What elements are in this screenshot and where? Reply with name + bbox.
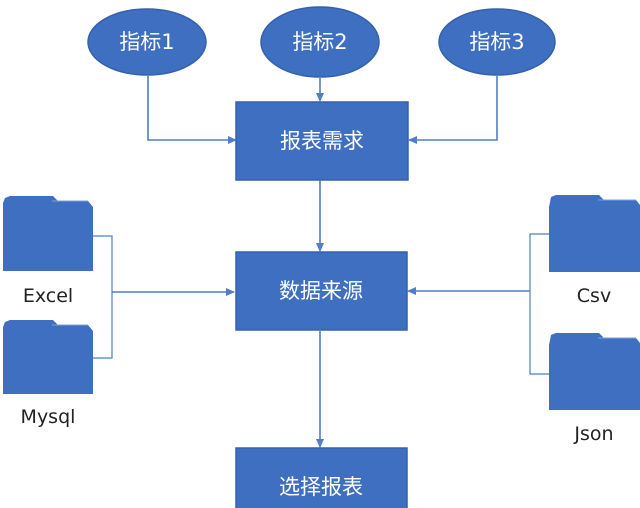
folder-icon — [549, 333, 640, 410]
datasource-box — [235, 251, 408, 331]
metric-3-node: 指标3 — [438, 8, 556, 76]
excel-label: Excel — [23, 285, 73, 307]
json-label: Json — [573, 423, 613, 445]
bracket-right — [529, 233, 549, 375]
bracket-left — [93, 235, 113, 359]
metric-2-shape — [260, 6, 380, 78]
select-report-label: 选择报表 — [279, 475, 363, 499]
edge-metric3-to-requirements — [408, 76, 498, 144]
connectors — [93, 76, 549, 448]
mysql-source: Mysql — [3, 320, 93, 428]
excel-source: Excel — [3, 196, 93, 307]
json-source: Json — [549, 333, 640, 445]
requirements-label: 报表需求 — [280, 129, 364, 153]
edge-metric1-to-requirements — [147, 76, 237, 144]
folder-icon — [549, 195, 640, 272]
csv-source: Csv — [549, 195, 640, 307]
metric-3-label: 指标3 — [469, 30, 524, 54]
csv-label: Csv — [577, 285, 611, 307]
requirements-node: 报表需求 — [235, 101, 409, 181]
datasource-label: 数据来源 — [279, 279, 363, 303]
metric-1-shape — [87, 8, 207, 76]
select-report-node: 选择报表 — [235, 447, 408, 508]
folder-icon — [3, 320, 93, 394]
requirements-box — [235, 101, 409, 181]
metric-1-label: 指标1 — [119, 30, 174, 54]
metric-2-node: 指标2 — [260, 6, 380, 78]
datasource-node: 数据来源 — [235, 251, 408, 331]
folder-icon — [3, 196, 93, 271]
metric-3-shape — [438, 8, 556, 76]
select-report-box — [235, 447, 408, 508]
metric-2-label: 指标2 — [292, 30, 347, 54]
metric-1-node: 指标1 — [87, 8, 207, 76]
mysql-label: Mysql — [21, 406, 76, 428]
